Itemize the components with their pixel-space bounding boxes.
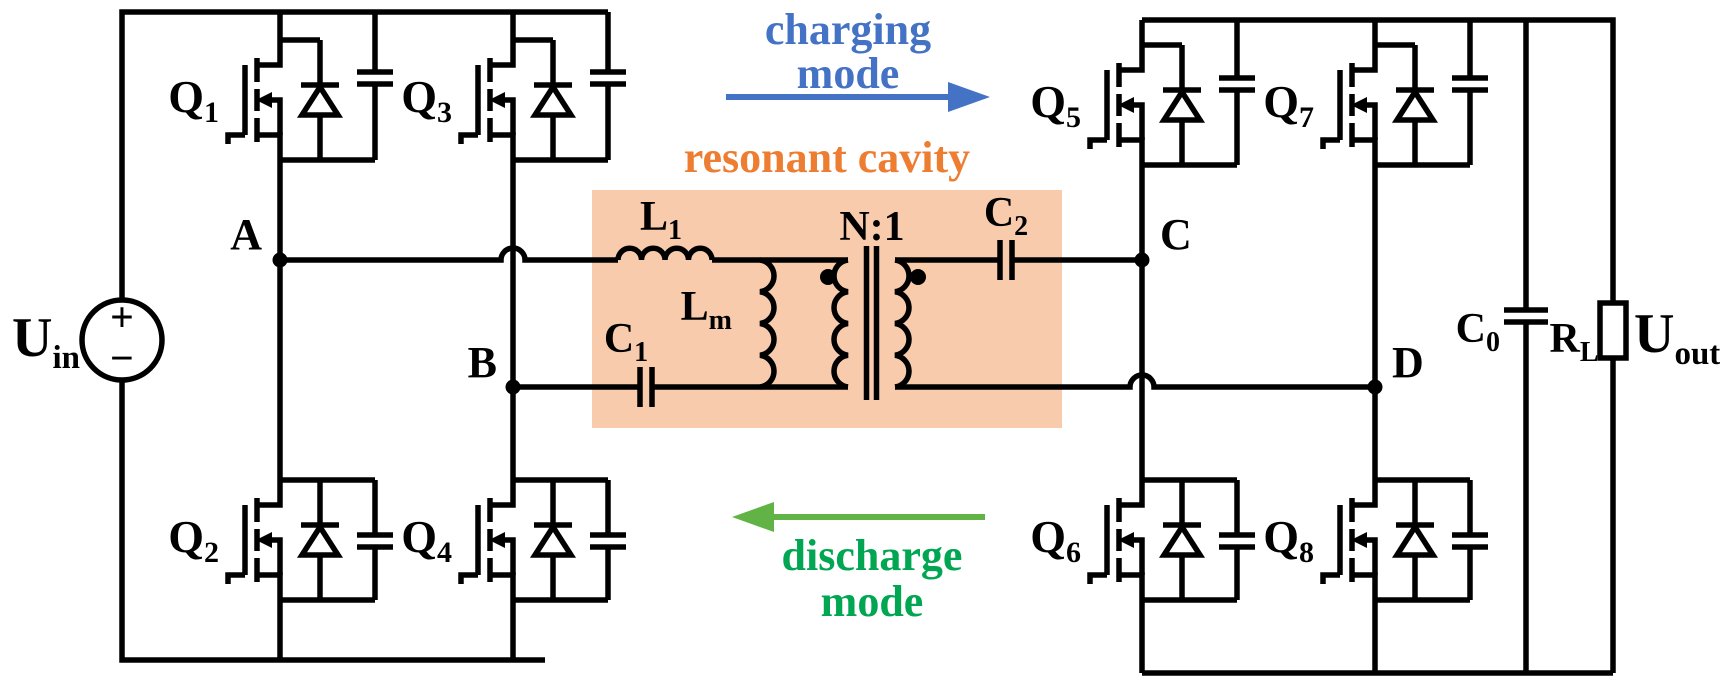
capacitor-c0	[1504, 20, 1548, 673]
capacitor-c2-and-wire	[895, 240, 1142, 280]
node-c-label: C	[1160, 210, 1192, 259]
source-minus-sign: −	[110, 336, 134, 382]
q6-snubber-capacitor	[1182, 477, 1255, 603]
q5-snubber-capacitor	[1182, 20, 1255, 168]
transformer-secondary-dot	[910, 269, 926, 285]
resistor-rl-symbol	[1597, 300, 1629, 361]
wire-node-a-to-l1	[280, 245, 618, 263]
lm-label: Lm	[681, 284, 732, 336]
charging-mode-arrowhead	[948, 82, 990, 112]
charging-mode-line2: mode	[797, 49, 900, 98]
inductor-lm	[759, 257, 777, 390]
turns-ratio-label: N:1	[839, 204, 904, 250]
q2-label: Q2	[168, 511, 219, 569]
transformer-primary-winding	[831, 257, 849, 390]
q7-snubber-capacitor	[1415, 20, 1488, 168]
resonant-cavity-title: resonant cavity	[684, 133, 970, 182]
mosfet-q3	[461, 40, 572, 160]
mosfet-q6	[1090, 480, 1201, 600]
source-plus-sign: +	[110, 295, 134, 341]
c1-label: C1	[604, 316, 648, 368]
mosfet-q1	[228, 40, 339, 160]
mosfet-q5	[1090, 45, 1201, 165]
node-a-dot	[272, 252, 288, 268]
discharge-mode-line1: discharge	[782, 531, 963, 580]
node-b-label: B	[468, 338, 497, 387]
uout-label: Uout	[1634, 303, 1720, 372]
q2-snubber-capacitor	[320, 477, 393, 603]
q6-label: Q6	[1030, 511, 1081, 569]
wire-top-rail-secondary	[1142, 17, 1616, 303]
q3-snubber-capacitor	[553, 12, 626, 163]
capacitor-c1-and-wire	[513, 367, 848, 407]
l1-label: L1	[640, 194, 682, 246]
q7-label: Q7	[1263, 76, 1314, 134]
c2-label: C2	[984, 190, 1028, 242]
q3-label: Q3	[401, 71, 452, 129]
mosfet-q8	[1323, 480, 1434, 600]
inductor-l1	[615, 245, 715, 261]
mosfet-q7	[1323, 45, 1434, 165]
q4-label: Q4	[401, 511, 452, 569]
node-a-label: A	[230, 210, 262, 259]
q5-label: Q5	[1030, 76, 1081, 134]
q8-label: Q8	[1263, 511, 1314, 569]
discharge-mode-line2: mode	[821, 577, 924, 626]
node-d-label: D	[1392, 338, 1424, 387]
q4-snubber-capacitor	[553, 477, 626, 603]
transformer-secondary-winding	[894, 257, 912, 390]
uin-label: Uin	[12, 307, 80, 376]
transformer-core	[863, 246, 880, 400]
voltage-source-symbol	[79, 297, 165, 383]
q1-snubber-capacitor	[320, 12, 393, 163]
wire-top-rail-primary	[119, 9, 608, 300]
rl-label: RL	[1549, 316, 1598, 368]
c0-label: C0	[1456, 306, 1500, 358]
node-b-dot	[505, 379, 521, 395]
charging-mode-line1: charging	[765, 5, 931, 54]
wire-bottom-rail-primary	[119, 380, 545, 663]
mosfet-q2	[228, 480, 339, 600]
q1-label: Q1	[168, 71, 219, 129]
q8-snubber-capacitor	[1415, 477, 1488, 603]
discharge-mode-arrowhead	[732, 502, 774, 532]
transformer-primary-dot	[820, 269, 836, 285]
mosfet-q4	[461, 480, 572, 600]
